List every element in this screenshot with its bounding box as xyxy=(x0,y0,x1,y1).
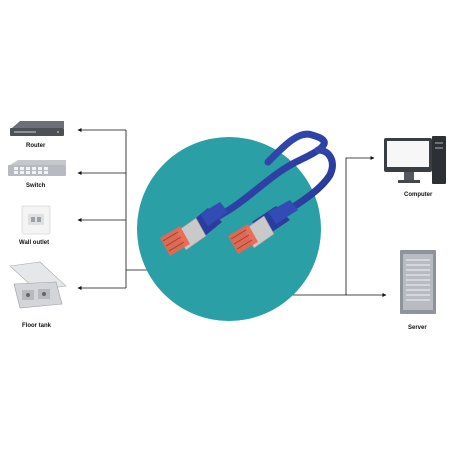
router-label: Router xyxy=(26,143,46,149)
wall-outlet-label: Wall outlet xyxy=(19,240,50,246)
router-icon xyxy=(10,121,64,136)
floor-tank-icon xyxy=(9,261,67,309)
teal-disc xyxy=(137,137,321,321)
wall-outlet-icon xyxy=(21,205,51,235)
server-label: Server xyxy=(408,325,427,331)
floor-tank-label: Floor tank xyxy=(22,323,52,329)
switch-icon xyxy=(8,160,66,176)
server-icon xyxy=(400,250,436,314)
computer-label: Computer xyxy=(404,192,433,198)
patch-cable-icon xyxy=(160,130,336,256)
switch-label: Switch xyxy=(26,183,46,189)
computer-icon xyxy=(384,136,446,184)
